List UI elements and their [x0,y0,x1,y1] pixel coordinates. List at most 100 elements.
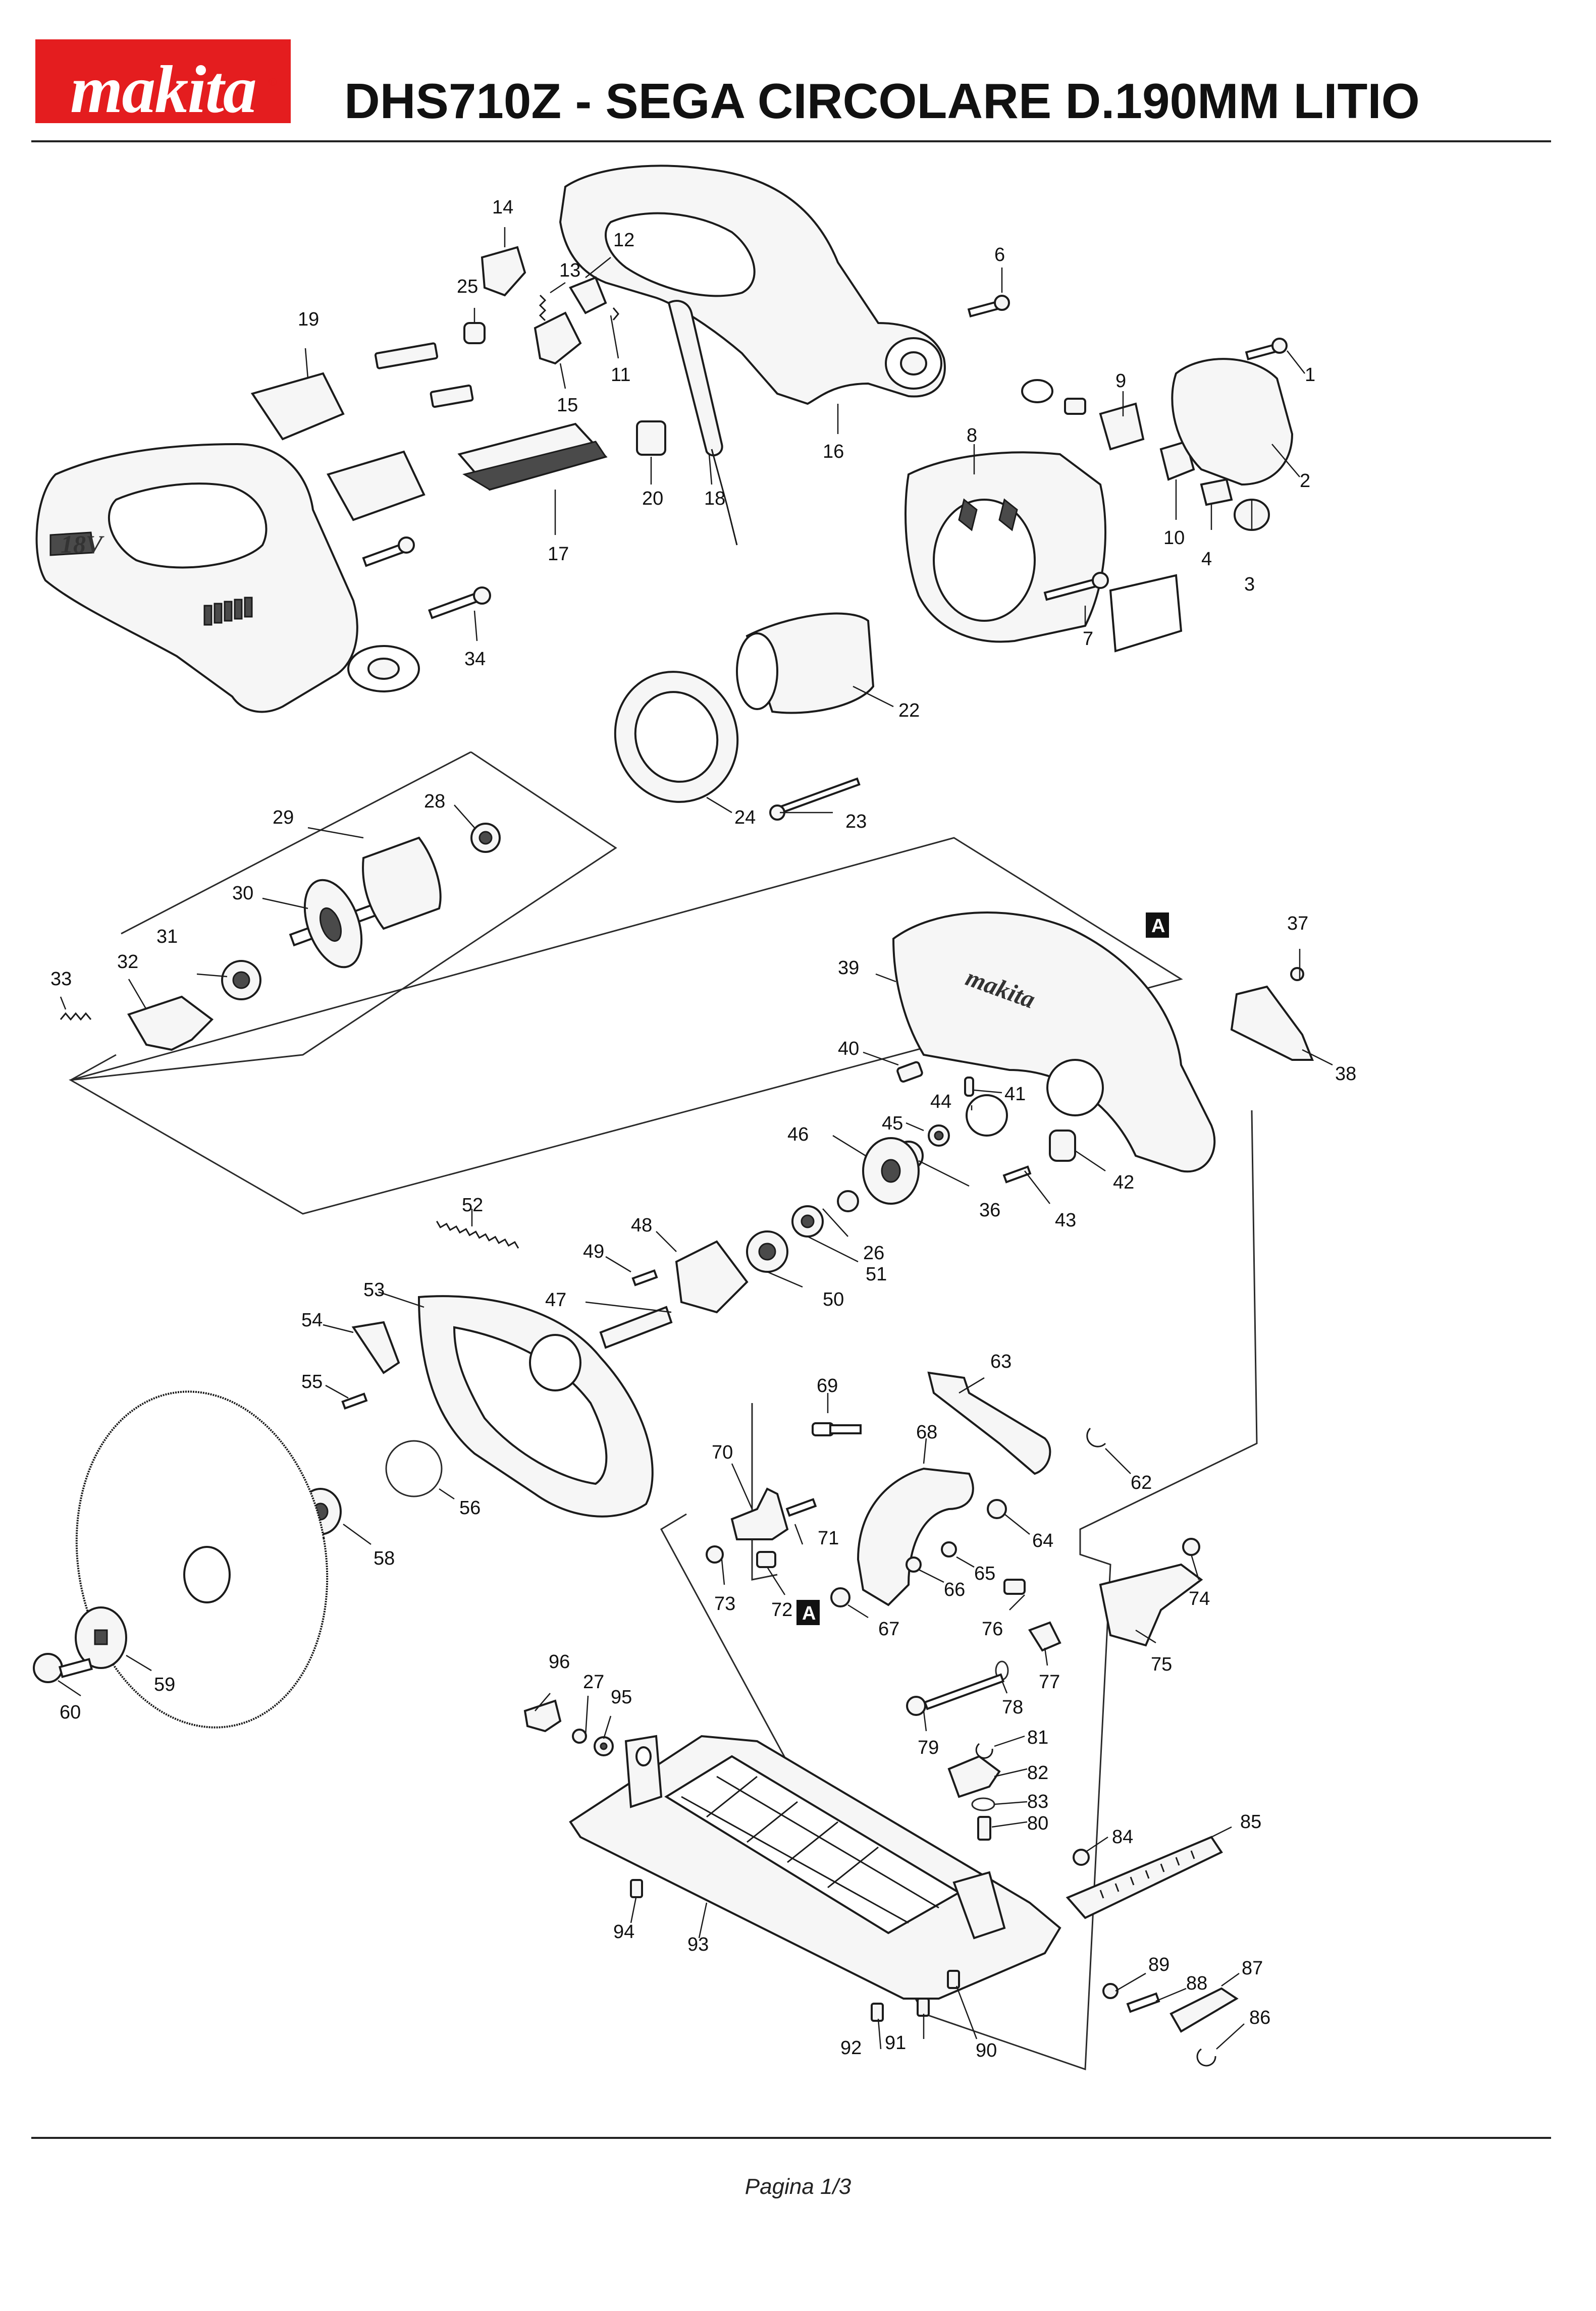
callout-92: 92 [840,2037,862,2059]
callout-41: 41 [1004,1084,1026,1105]
callout-6: 6 [994,244,1005,265]
reference-tag-lower: A [796,1600,820,1625]
part-39-blade-guard-icon: makita [892,911,1216,1173]
callout-93: 93 [687,1934,709,1955]
part-54-lever-icon [351,1321,400,1374]
part-88-screw-icon [1126,1992,1160,2013]
part-59-flange-icon [75,1606,127,1669]
callout-81: 81 [1027,1727,1048,1748]
screw-7-icon [1043,572,1109,601]
callout-51: 51 [866,1264,887,1285]
part-68-depth-guide-icon [857,1467,974,1606]
callout-40: 40 [838,1038,859,1059]
part-25-icon [463,322,486,344]
part-55-screw-icon [341,1392,368,1410]
callout-62: 62 [1131,1472,1152,1493]
part-38-bracket-icon [1230,985,1314,1061]
callout-90: 90 [976,2040,997,2061]
battery-voltage-label: 18V [61,530,104,558]
logo-wordmark: makita [70,52,257,123]
callout-10: 10 [1163,527,1185,549]
footer-divider [31,2137,1551,2139]
part-60-bolt-icon [33,1653,93,1683]
reference-tag-upper: A [1146,912,1169,938]
callout-59: 59 [154,1674,175,1695]
callout-38: 38 [1335,1063,1356,1085]
callout-96: 96 [549,1651,570,1673]
part-19-plate-b-icon [430,384,474,408]
callout-78: 78 [1002,1697,1023,1718]
part-64-icon [987,1499,1007,1519]
part-93-base-plate-icon [569,1735,1061,2000]
callout-11: 11 [611,364,630,386]
callout-76: 76 [982,1619,1003,1640]
part-85-rip-fence-icon [1066,1836,1223,1919]
page-title: DHS710Z - SEGA CIRCOLARE D.190MM LITIO [344,73,1420,129]
callout-43: 43 [1055,1210,1076,1231]
callout-75: 75 [1151,1654,1172,1675]
svg-text:A: A [1151,916,1165,937]
part-31-bearing-icon [221,960,261,1000]
part-43-screw-icon [1002,1165,1032,1184]
callout-89: 89 [1148,1954,1169,1975]
callout-17: 17 [548,544,569,565]
callout-18: 18 [704,488,725,509]
callout-20: 20 [642,488,663,509]
part-86-ring-icon [1196,2048,1216,2067]
part-19-terminal-a-icon [250,372,345,441]
part-62-retaining-ring-icon [1086,1427,1106,1447]
part-94-icon [630,1879,643,1898]
part-37-screw-icon [1290,967,1304,981]
part-65-icon [941,1541,957,1557]
part-76-icon [1003,1579,1026,1595]
callout-1: 1 [1305,364,1315,386]
part-44-icon [966,1094,1008,1137]
callout-23: 23 [845,811,867,832]
callout-56: 56 [459,1497,481,1519]
callout-74: 74 [1189,1588,1210,1609]
callout-25: 25 [457,276,478,297]
part-22-stator-icon [736,612,875,714]
callout-77: 77 [1039,1672,1060,1693]
switch-parts [250,246,666,521]
callout-82: 82 [1027,1762,1048,1784]
part-74-nut-icon [1182,1538,1200,1556]
part-19-plate-a-icon [374,342,439,369]
callout-47: 47 [545,1289,566,1311]
callout-44: 44 [930,1091,951,1112]
part-9b-icon [1064,398,1086,415]
callout-30: 30 [232,883,253,904]
part-2-end-cover-icon [1171,358,1294,486]
part-75-bracket-icon [1099,1563,1203,1647]
callout-9: 9 [1115,370,1126,392]
part-10-brush-holder-icon [1159,440,1195,481]
callout-72: 72 [771,1599,792,1621]
screw-1-icon [1245,338,1288,360]
part-91-icon [917,1998,930,2017]
part-48-bearing-box-icon [675,1240,749,1314]
part-92-icon [871,2003,884,2022]
part-56-ring-icon [385,1440,443,1497]
callout-34: 34 [464,649,486,670]
part-26-icon [837,1190,859,1212]
callout-58: 58 [374,1548,395,1569]
part-14-icon [481,246,526,297]
callout-33: 33 [50,969,72,990]
handle-housing-right [559,165,946,405]
callout-8: 8 [967,425,977,446]
callout-19: 19 [298,309,319,330]
part-18-cord-icon [711,449,738,546]
part-24-fan-baffle-icon [614,671,739,803]
part-4-icon [1200,478,1233,506]
part-71-screw-icon [785,1498,817,1517]
callout-67: 67 [878,1619,899,1640]
part-15-icon [534,311,582,365]
part-84-screw-icon [1073,1849,1090,1866]
callout-60: 60 [60,1702,81,1723]
callout-39: 39 [838,957,859,979]
part-69-bolt-icon [812,1422,862,1436]
part-49-screw-icon [631,1269,658,1286]
registered-mark: ® [269,76,277,88]
part-89-washer-icon [1102,1983,1119,1999]
part-53-lower-guard-icon [417,1295,654,1518]
